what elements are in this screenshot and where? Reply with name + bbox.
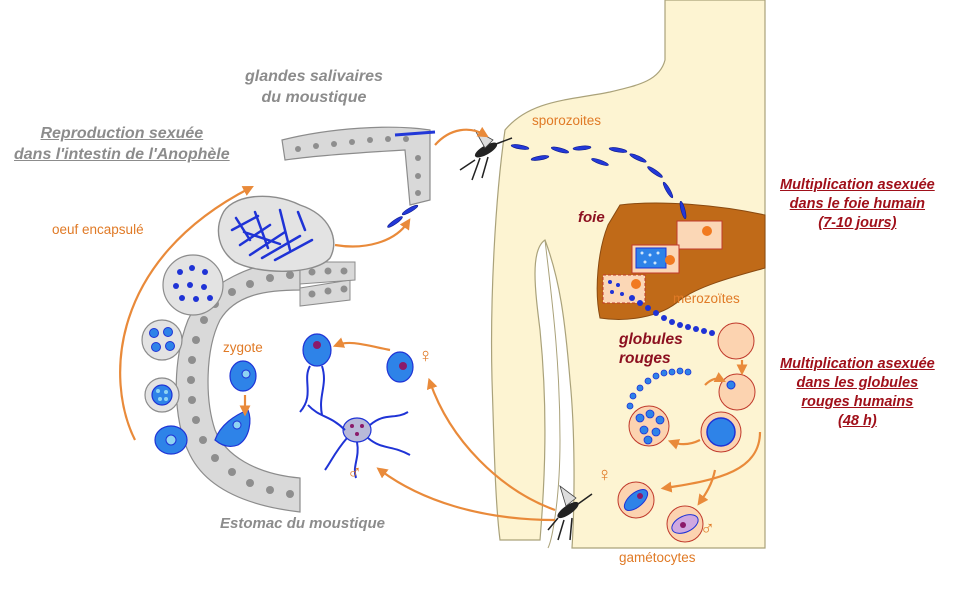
liver [596,202,766,320]
sexual-reproduction-line-1: Reproduction sexuée [40,125,204,142]
sexual-reproduction-title: Reproduction sexuée dans l'intestin de l… [14,123,230,165]
liver-multiplication-line-1: Multiplication asexuée [780,177,935,193]
male-gamete-symbol: ♂ [347,462,362,484]
blood-multiplication-title: Multiplication asexuée dans les globules… [780,355,935,431]
encapsulated-egg-label: oeuf encapsulé [52,222,144,237]
liver-multiplication-title: Multiplication asexuée dans le foie huma… [780,176,935,233]
red-blood-cells-label: globules rouges [619,330,683,368]
liver-multiplication-line-3: (7-10 jours) [818,215,897,231]
zygote-ookinete [214,360,257,447]
female-gametocyte-symbol: ♀ [597,464,612,486]
female-gamete-symbol: ♀ [418,345,433,367]
sporozoites-label: sporozoites [532,113,602,128]
blood-multiplication-line-4: (48 h) [838,413,877,429]
mosquito-bottom [547,484,593,541]
sexual-reproduction-line-2: dans l'intestin de l'Anophèle [14,146,230,163]
blood-multiplication-line-1: Multiplication asexuée [780,356,935,372]
ruptured-oocyst [217,195,335,272]
salivary-glands-line-1: glandes salivaires [245,68,383,85]
oocysts [141,254,224,455]
merozoites-trail [629,295,715,336]
mosquito-gametes [299,333,414,479]
salivary-glands-label: glandes salivaires du moustique [245,66,383,108]
zygote-label: zygote [223,340,263,355]
liver-label: foie [578,209,605,226]
rbc-cycle [617,322,756,543]
salivary-glands-line-2: du moustique [261,89,367,106]
liver-multiplication-line-2: dans le foie humain [789,196,926,212]
salivary-gland [281,126,436,206]
blood-multiplication-line-3: rouges humains [801,394,914,410]
cycle-arrows [119,126,762,522]
red-blood-cells-line-2: rouges [619,350,671,367]
male-gametocyte-symbol: ♂ [700,518,715,540]
mosquito-stomach-label: Estomac du moustique [220,515,386,532]
red-blood-cells-line-1: globules [619,331,683,348]
gametocytes-label: gamétocytes [619,550,696,565]
blood-multiplication-line-2: dans les globules [796,375,919,391]
merozoites-label: merozoïtes [673,291,740,306]
